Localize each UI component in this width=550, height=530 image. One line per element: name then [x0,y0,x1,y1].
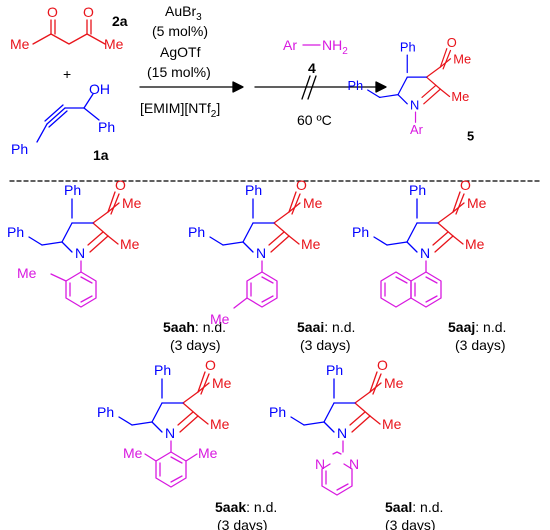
phenyl-label: Ph [11,141,28,157]
propargyl-alcohol-1a: OH Ph Ph 1a [11,81,115,163]
phenyl-label: Ph [326,362,343,378]
methyl-label: Me [382,416,402,432]
nitrogen-label: N [75,245,85,261]
phenyl-label: Ph [400,39,416,54]
time-5aai: (3 days) [300,337,351,353]
phenyl-label: Ph [64,182,81,198]
product-5aaj: O Me Me Ph Ph N 5aaj: n.d. (3 days) [352,177,506,353]
nitrogen-label: N [337,425,347,441]
reaction-arrow-step2-blocked: 60 ºC [254,75,387,128]
time-5aak: (3 days) [217,517,268,530]
catalyst-silver: AgOTf [160,44,201,60]
product-5aah: O Me Me Ph Ph N Me 5aah: n.d. (3 days) [7,177,226,353]
phenyl-label: Ph [154,362,171,378]
solvent-label: [EMIM][NTf2] [140,100,220,120]
result-5aaj: 5aaj: n.d. [448,319,506,335]
phenyl-label: Ph [98,119,115,135]
aryl-label: Ar [410,122,424,137]
methyl-label: Me [123,445,143,461]
compound-label-4: 4 [308,60,316,76]
phenyl-label: Ph [352,224,369,240]
nitrogen-label: N [349,456,359,472]
phenyl-label: Ph [7,224,24,240]
phenyl-label: Ph [245,182,262,198]
phenyl-label: Ph [409,182,426,198]
compound-label-2a: 2a [112,13,128,29]
methyl-label: Me [453,51,471,66]
catalyst-gold: AuBr3 [165,3,202,23]
oxygen-label: O [83,4,94,20]
phenyl-label: Ph [97,404,114,420]
time-5aah: (3 days) [170,337,221,353]
reaction-arrow-step1 [139,81,244,93]
compound-label-1a: 1a [93,147,109,163]
diketone-2a: O O Me Me 2a [10,4,128,52]
oxygen-label: O [377,357,388,373]
amine-group: NH2 [322,37,348,57]
aryl-label: Ar [283,37,297,53]
methyl-label: Me [10,36,30,52]
methyl-label: Me [120,236,140,252]
oxygen-label: O [115,177,126,193]
methyl-label: Me [198,445,218,461]
oxygen-label: O [205,357,216,373]
plus-sign: + [63,66,71,82]
phenyl-label: Ph [269,404,286,420]
compound-label-5: 5 [467,129,474,144]
phenyl-label: Ph [188,224,205,240]
methyl-label: Me [210,416,230,432]
phenyl-label: Ph [347,78,363,93]
oxygen-label: O [460,177,471,193]
product-5aai: O Me Me Ph Ph N Me 5aai: n.d. (3 days) [188,177,355,353]
methyl-label: Me [465,236,485,252]
oxygen-label: O [47,4,58,20]
methyl-label: Me [212,375,232,391]
result-5aak: 5aak: n.d. [215,499,277,515]
methyl-label: Me [104,36,124,52]
nitrogen-label: N [420,245,430,261]
methyl-label: Me [451,89,469,104]
oxygen-label: O [296,177,307,193]
methyl-label: Me [210,311,230,327]
amine-4: Ar NH2 4 [283,37,348,76]
product-5aal: O Me Me Ph Ph N N N 5aal: n.d. (3 days) [269,357,443,530]
result-5aah: 5aah: n.d. [163,319,226,335]
temperature-label: 60 ºC [297,112,332,128]
catalyst-silver-loading: (15 mol%) [147,64,211,80]
methyl-label: Me [122,195,142,211]
methyl-label: Me [17,265,37,281]
methyl-label: Me [384,375,404,391]
product-5-pyrrole: O Me Me Ph Ph N Ar 5 [347,35,474,144]
reaction-conditions: AuBr3 (5 mol%) AgOTf (15 mol%) [EMIM][NT… [140,3,220,120]
methyl-label: Me [303,195,323,211]
result-5aai: 5aai: n.d. [297,319,355,335]
nitrogen-label: N [315,456,325,472]
nitrogen-label: N [256,245,266,261]
nitrogen-label: N [410,97,419,112]
methyl-label: Me [467,195,487,211]
time-5aal: (3 days) [385,517,436,530]
product-5aak: O Me Me Ph Ph N Me Me 5aak: n.d. (3 days… [97,357,277,530]
catalyst-gold-loading: (5 mol%) [152,23,208,39]
result-5aal: 5aal: n.d. [385,499,443,515]
methyl-label: Me [301,236,321,252]
nitrogen-label: N [165,425,175,441]
hydroxyl-label: OH [89,81,110,97]
time-5aaj: (3 days) [455,337,506,353]
oxygen-label: O [447,35,457,50]
